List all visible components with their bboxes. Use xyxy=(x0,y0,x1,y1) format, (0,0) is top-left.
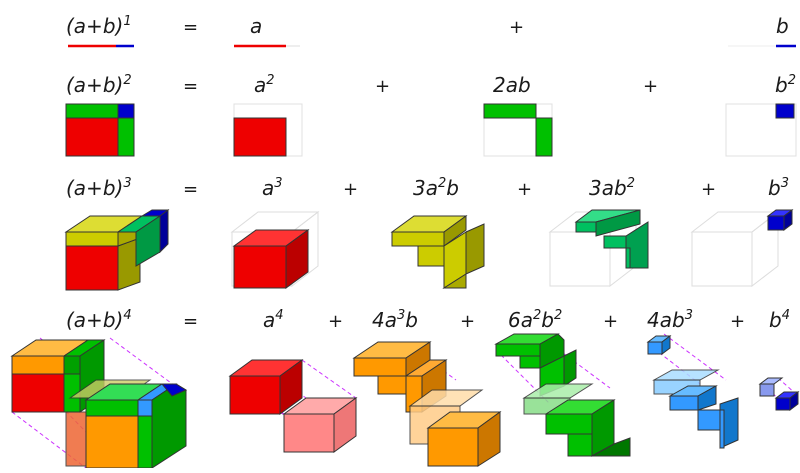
row-3-plus-2: + xyxy=(517,179,532,200)
row-2-term-1: a2 xyxy=(254,73,275,97)
row-3-term-4: b3 xyxy=(768,176,789,200)
row-2-term-3: b2 xyxy=(775,73,796,97)
row-4-term-3: 6a2b2 xyxy=(508,308,562,332)
square-b-squared xyxy=(725,103,797,157)
row-1-equation: (a+b)1 = a + b xyxy=(66,14,789,38)
row-2-equation: (a+b)2 = a2 + 2ab + b2 xyxy=(66,73,796,97)
row-4-equals: = xyxy=(183,311,198,332)
row-2-equals: = xyxy=(183,76,198,97)
row-4-lhs: (a+b)4 xyxy=(66,308,132,332)
row-4-plus-3: + xyxy=(603,311,618,332)
row-3-plus-1: + xyxy=(343,179,358,200)
tesseract-b4 xyxy=(758,377,800,411)
row-1-plus-1: + xyxy=(509,17,524,38)
cube-a-cubed xyxy=(230,210,320,289)
row-4-plus-1: + xyxy=(328,311,343,332)
tesseract-4ab3 xyxy=(646,333,739,449)
row-3-lhs: (a+b)3 xyxy=(66,176,132,200)
cube-a-plus-b-cubed xyxy=(64,209,170,291)
row-4-term-2: 4a3b xyxy=(372,308,418,332)
square-2ab xyxy=(483,103,553,157)
row-2-plus-2: + xyxy=(643,76,658,97)
row-4-equation: (a+b)4 = a4 + 4a3b + 6a2b2 + 4ab3 + b4 xyxy=(66,308,790,332)
cube-3ab2 xyxy=(548,209,649,288)
row-1-term-2: b xyxy=(776,14,789,38)
tesseract-a-plus-b-4 xyxy=(10,337,188,469)
tesseract-4a3b xyxy=(352,341,502,467)
row-3-term-2: 3a2b xyxy=(413,176,459,200)
row-1-lhs: (a+b)1 xyxy=(66,14,132,38)
row-4-term-4: 4ab3 xyxy=(647,308,693,332)
row-2-lhs: (a+b)2 xyxy=(66,73,132,97)
row-4-plus-4: + xyxy=(730,311,745,332)
row-3-plus-3: + xyxy=(701,179,716,200)
tesseract-6a2b2 xyxy=(494,333,631,457)
cube-3a2b xyxy=(390,215,485,289)
row-3-equation: (a+b)3 = a3 + 3a2b + 3ab2 + b3 xyxy=(66,176,789,200)
row-1-term-1: a xyxy=(250,14,262,38)
row-2-plus-1: + xyxy=(375,76,390,97)
tesseract-a4 xyxy=(228,359,358,453)
row-4-plus-2: + xyxy=(460,311,475,332)
row-3-equals: = xyxy=(183,179,198,200)
row-3-term-1: a3 xyxy=(262,176,283,200)
cube-b-cubed xyxy=(690,209,794,288)
square-a-plus-b-squared xyxy=(65,103,135,157)
row-4-term-1: a4 xyxy=(263,308,284,332)
square-a-squared xyxy=(233,103,303,157)
row-2-term-2: 2ab xyxy=(493,73,531,97)
row-1-equals: = xyxy=(183,17,198,38)
row-4-term-5: b4 xyxy=(769,308,790,332)
row-3-term-3: 3ab2 xyxy=(589,176,635,200)
